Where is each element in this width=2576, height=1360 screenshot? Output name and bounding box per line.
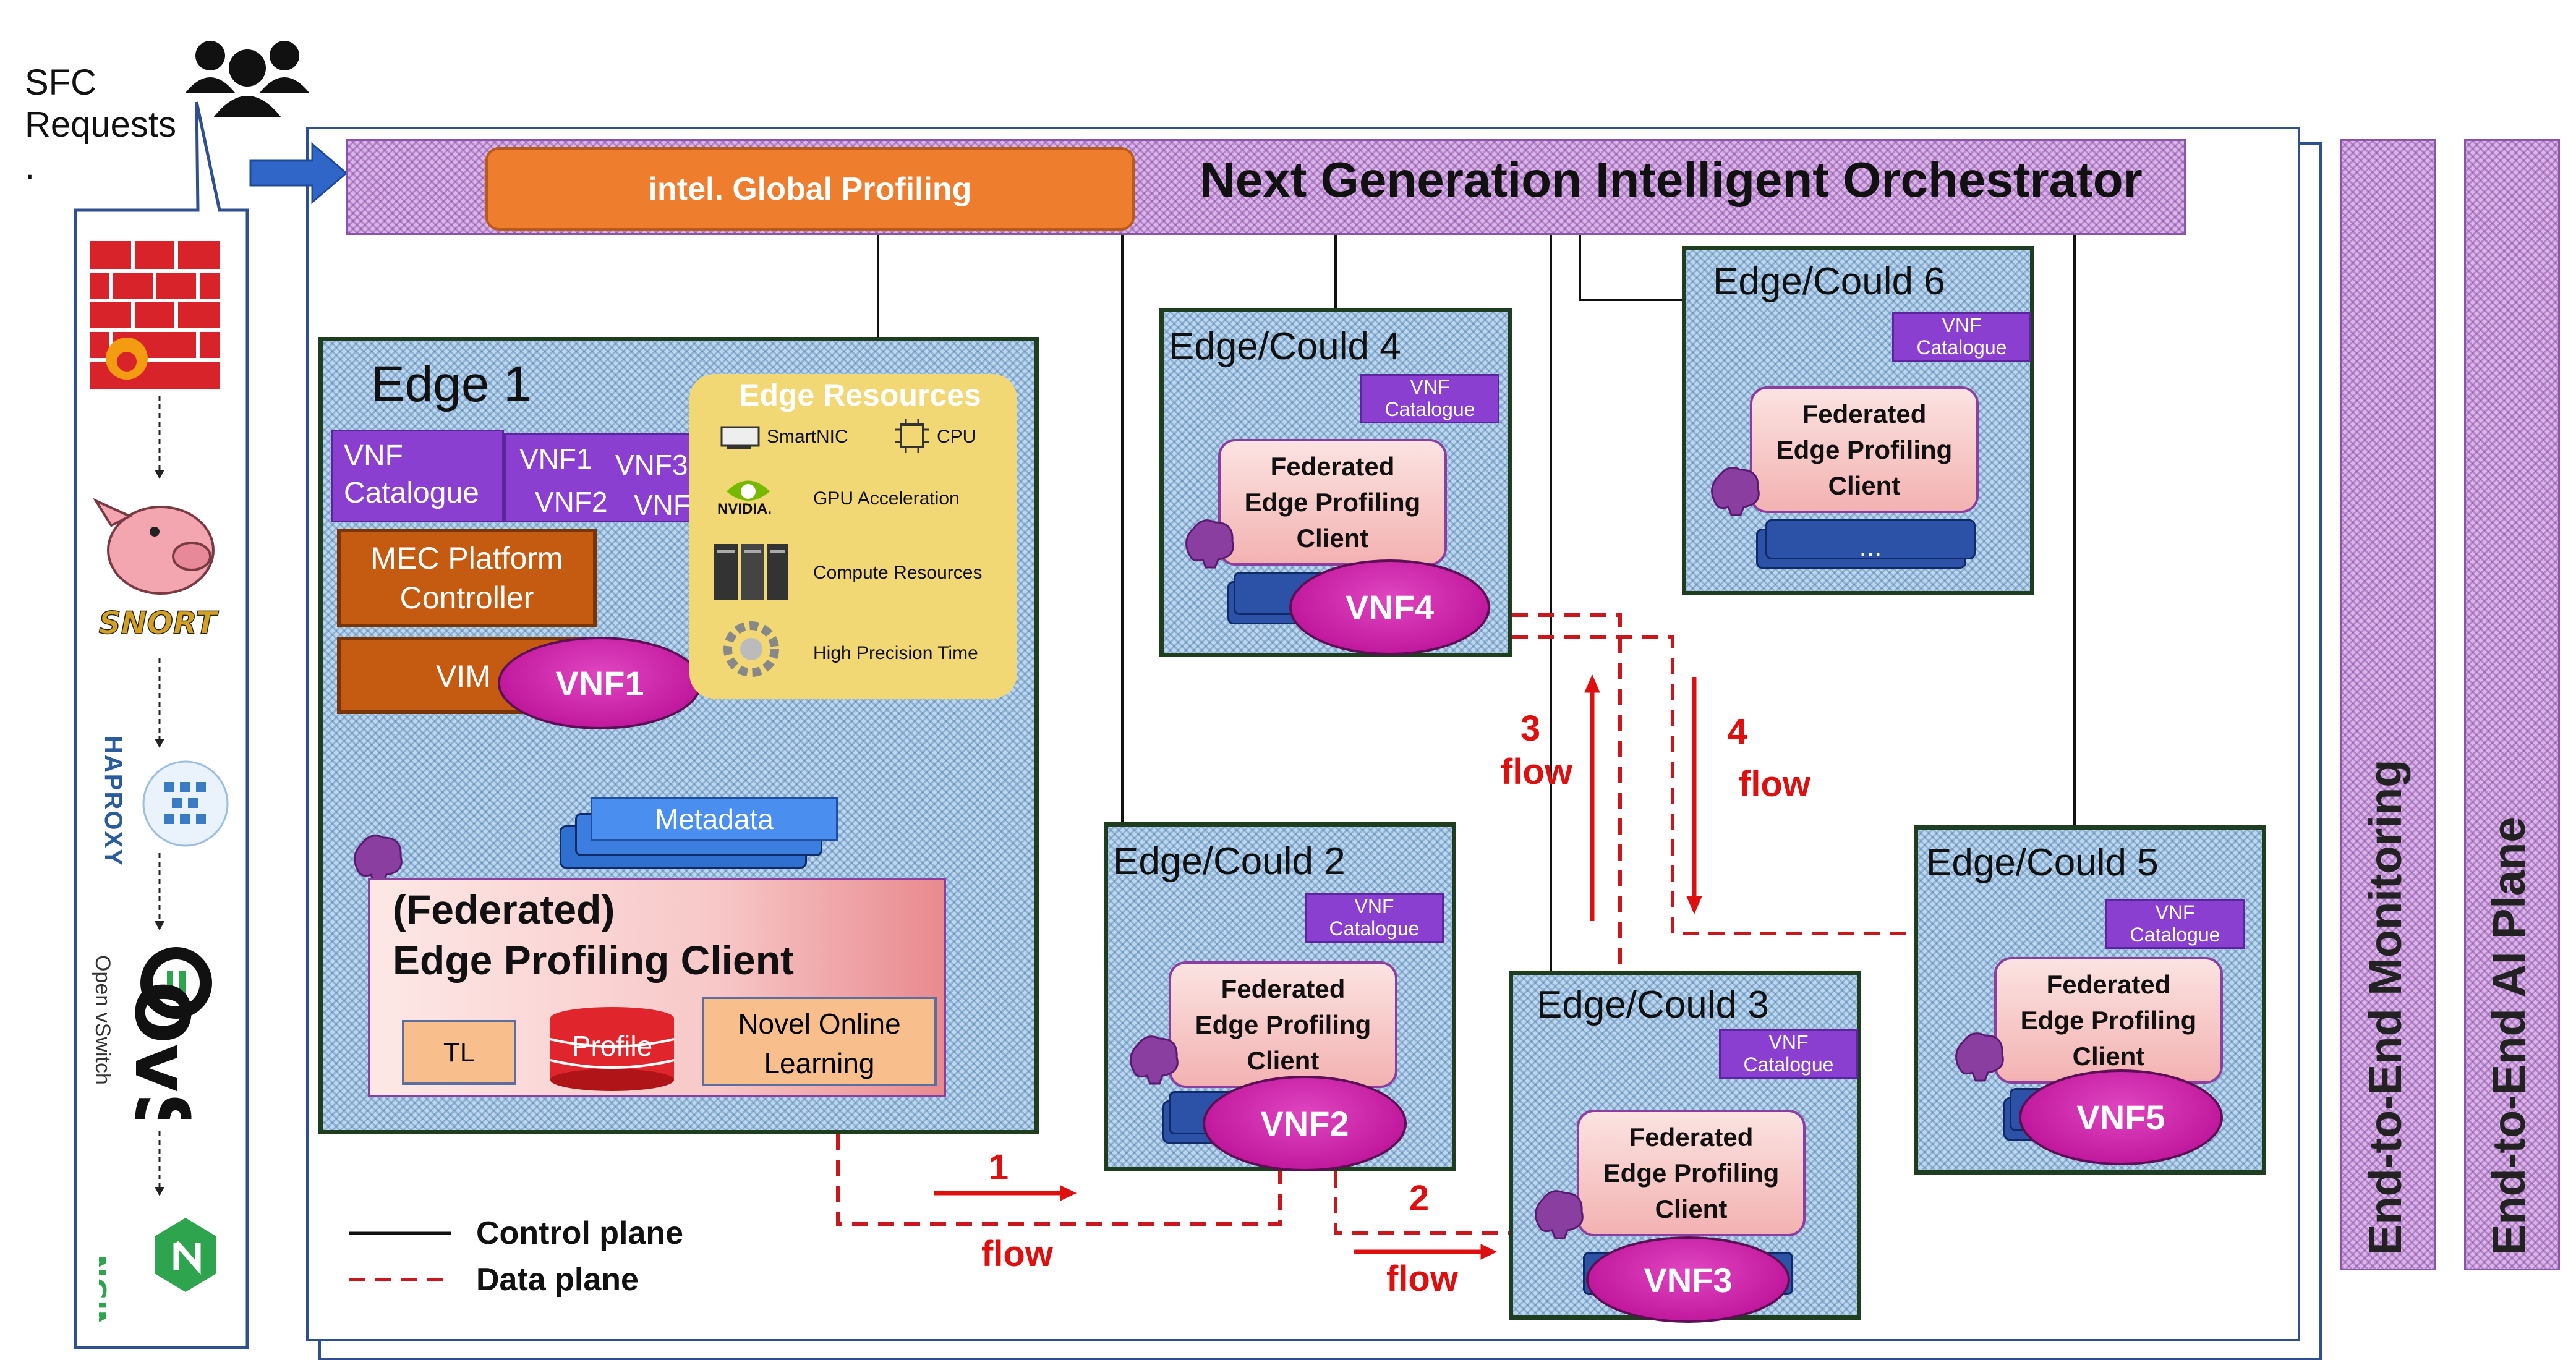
vnf3-node[interactable]: VNF3 bbox=[1586, 1236, 1790, 1323]
smartnic-label: SmartNIC bbox=[767, 427, 848, 447]
compute-server-icon bbox=[714, 544, 788, 600]
vim-label: VIM bbox=[436, 659, 491, 694]
nginx-text: NGINX bbox=[99, 1255, 111, 1323]
vnf4-node[interactable]: VNF4 bbox=[1289, 559, 1490, 655]
edge6-server-stack bbox=[1765, 519, 1976, 559]
edge4-profiling-client[interactable]: Federated Edge Profiling Client bbox=[1218, 439, 1447, 566]
vnf2-node[interactable]: VNF2 bbox=[1203, 1076, 1407, 1171]
edge6-more-label: ... bbox=[1859, 532, 1882, 562]
edge2-vnf-catalogue[interactable]: VNF Catalogue bbox=[1305, 893, 1444, 943]
brain-icon bbox=[1122, 1029, 1184, 1085]
edge3-vnf-catalogue[interactable]: VNF Catalogue bbox=[1719, 1029, 1858, 1079]
nvidia-icon bbox=[727, 480, 770, 501]
request-input-arrow bbox=[249, 142, 348, 205]
brain-icon bbox=[1178, 513, 1240, 569]
edge1-vnf-item: VNF2 bbox=[535, 486, 608, 518]
edge1-vnf-item: VNF1 bbox=[519, 443, 592, 475]
flow4-label: flow bbox=[1739, 764, 1810, 804]
brain-icon bbox=[1527, 1184, 1589, 1239]
flow1-label: flow bbox=[981, 1234, 1053, 1274]
profile-label: Profile bbox=[571, 1030, 653, 1062]
monitoring-plane bbox=[2340, 139, 2436, 1270]
global-profiling-box[interactable]: intel. Global Profiling bbox=[485, 147, 1135, 231]
firewall-icon bbox=[90, 241, 220, 389]
nvidia-logo-text: NVIDIA. bbox=[717, 501, 772, 517]
flow2-label: flow bbox=[1386, 1259, 1458, 1299]
mec-controller[interactable]: MEC Platform Controller bbox=[337, 529, 597, 627]
edge1-client-title: (Federated) Edge Profiling Client bbox=[393, 886, 795, 983]
orchestrator-title: Next Generation Intelligent Orchestrator bbox=[1200, 152, 2143, 207]
brain-icon bbox=[1704, 461, 1765, 516]
legend-control-label: Control plane bbox=[476, 1215, 684, 1251]
edge4-vnf-catalogue[interactable]: VNF Catalogue bbox=[1360, 374, 1499, 423]
novel-learning-box[interactable]: Novel Online Learning bbox=[702, 997, 937, 1086]
edge5-title: Edge/Could 5 bbox=[1926, 841, 2159, 884]
edge1-vnf-item: VNF3 bbox=[615, 449, 688, 481]
vnf1-node[interactable]: VNF1 bbox=[498, 637, 702, 729]
brain-icon bbox=[1948, 1026, 2010, 1082]
haproxy-globe-icon bbox=[142, 760, 229, 847]
cpu-label: CPU bbox=[937, 427, 976, 447]
flow2-number: 2 bbox=[1409, 1178, 1430, 1218]
edge6-title: Edge/Could 6 bbox=[1713, 260, 1945, 303]
edge3-title: Edge/Could 3 bbox=[1537, 984, 1769, 1026]
flow4-number: 4 bbox=[1727, 712, 1748, 752]
edge2-profiling-client[interactable]: Federated Edge Profiling Client bbox=[1169, 961, 1397, 1088]
flow3-label: flow bbox=[1501, 752, 1572, 792]
ai-plane bbox=[2464, 139, 2560, 1270]
precision-time-label: High Precision Time bbox=[813, 643, 978, 663]
ovs-text: OvS bbox=[133, 981, 204, 1119]
edge-resources-title: Edge Resources bbox=[739, 378, 981, 412]
snort-pig-icon: SNORT bbox=[92, 498, 220, 642]
edge3-profiling-client[interactable]: Federated Edge Profiling Client bbox=[1577, 1110, 1806, 1236]
edge1-vnf-catalogue[interactable]: VNF Catalogue bbox=[331, 430, 504, 522]
tl-box[interactable]: TL bbox=[402, 1020, 516, 1085]
edge5-vnf-catalogue[interactable]: VNF Catalogue bbox=[2105, 899, 2245, 949]
sfc-column-outline bbox=[74, 101, 249, 1349]
edge2-title: Edge/Could 2 bbox=[1113, 840, 1346, 883]
flow3-number: 3 bbox=[1520, 708, 1541, 749]
ovs-logo-icon: OvS bbox=[133, 947, 212, 1119]
legend-lines bbox=[349, 1231, 451, 1281]
edge6-vnf-catalogue[interactable]: VNF Catalogue bbox=[1892, 312, 2031, 362]
ai-plane-label: End-to-End AI Plane bbox=[2483, 817, 2535, 1255]
metadata-box[interactable]: Metadata bbox=[591, 797, 838, 841]
gpu-label: GPU Acceleration bbox=[813, 488, 960, 509]
vnf5-node[interactable]: VNF5 bbox=[2019, 1069, 2223, 1165]
sfc-requests-label: SFC Requests . bbox=[25, 62, 177, 187]
legend-data-label: Data plane bbox=[476, 1262, 639, 1298]
precision-time-gear-icon bbox=[723, 621, 779, 677]
snort-text: SNORT bbox=[99, 605, 220, 641]
nginx-logo-icon: NGINX bbox=[99, 1218, 216, 1323]
compute-label: Compute Resources bbox=[813, 563, 983, 583]
brain-icon bbox=[346, 828, 408, 884]
monitoring-plane-label: End-to-End Monitoring bbox=[2360, 759, 2411, 1255]
smartnic-icon bbox=[720, 426, 760, 449]
profile-database-icon bbox=[550, 1007, 675, 1091]
users-icon bbox=[186, 41, 309, 117]
edge6-profiling-client[interactable]: Federated Edge Profiling Client bbox=[1750, 386, 1979, 513]
edge1-title: Edge 1 bbox=[371, 356, 532, 412]
flow1-number: 1 bbox=[988, 1147, 1009, 1188]
cpu-icon bbox=[895, 419, 929, 453]
edge5-profiling-client[interactable]: Federated Edge Profiling Client bbox=[1994, 957, 2223, 1084]
edge4-title: Edge/Could 4 bbox=[1169, 325, 1401, 368]
sfc-chain-arrows bbox=[155, 396, 164, 1196]
